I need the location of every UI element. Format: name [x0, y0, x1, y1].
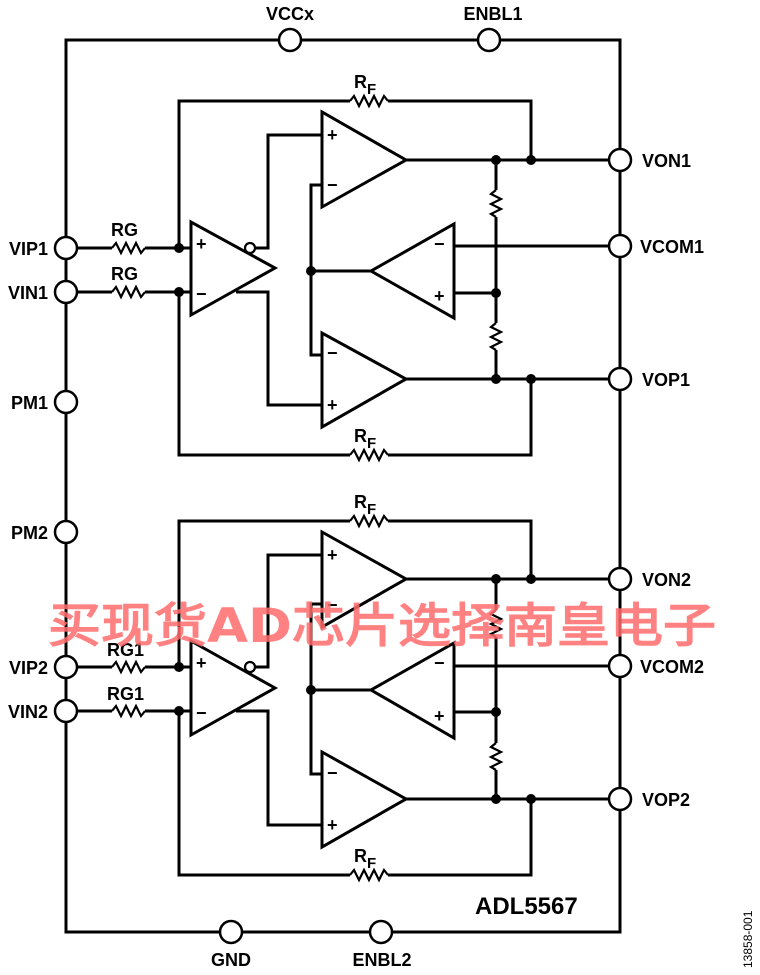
- pin-vip2: [53, 654, 79, 680]
- rg-resistor-vip1: [111, 240, 146, 256]
- pin-vcom2: [607, 653, 633, 679]
- pin-von1: [607, 147, 633, 173]
- part-number: ADL5567: [475, 893, 578, 920]
- pin-von2: [607, 566, 633, 592]
- svg-text:−: −: [327, 763, 338, 783]
- svg-text:−: −: [196, 703, 207, 723]
- rf-label-top-1: RF: [354, 72, 376, 98]
- figure-id: 13858-001: [741, 910, 755, 968]
- svg-text:+: +: [327, 545, 338, 565]
- rg1-label-vip2: RG1: [107, 640, 144, 660]
- output-amplifier-1-top: [320, 109, 410, 210]
- pin-vcom1: [607, 233, 633, 259]
- svg-text:VIP1: VIP1: [9, 239, 48, 259]
- rg-label-vip1: RG: [111, 220, 138, 240]
- svg-text:+: +: [434, 286, 445, 306]
- pin-vin2: [53, 698, 79, 724]
- vcom-amplifier-1: [367, 221, 456, 321]
- output-amplifier-1-bottom: [320, 330, 410, 430]
- pin-enbl1: [476, 27, 502, 53]
- svg-text:−: −: [434, 234, 445, 254]
- svg-text:−: −: [196, 284, 207, 304]
- pin-gnd: [218, 919, 244, 945]
- pin-vin1: [53, 279, 79, 305]
- sense-resistor-2-bottom: [488, 742, 504, 771]
- pin-pm1: [53, 389, 79, 415]
- svg-text:GND: GND: [211, 950, 251, 970]
- input-amplifier-1: [189, 219, 279, 318]
- rf-label-bottom-1: RF: [354, 426, 376, 452]
- pin-vccx: [277, 27, 303, 53]
- svg-text:VCCx: VCCx: [266, 4, 314, 24]
- package-outline: [64, 38, 622, 934]
- pin-vip1: [53, 235, 79, 261]
- rf-label-bottom-2: RF: [354, 846, 376, 872]
- svg-text:VOP2: VOP2: [642, 790, 690, 810]
- svg-text:VIN2: VIN2: [8, 702, 48, 722]
- rg-resistor-vin1: [111, 284, 146, 300]
- svg-text:−: −: [434, 653, 445, 673]
- svg-text:VOP1: VOP1: [642, 370, 690, 390]
- pin-vop1: [607, 366, 633, 392]
- sense-resistor-1-top: [488, 189, 504, 218]
- svg-text:+: +: [196, 653, 207, 673]
- svg-text:+: +: [434, 706, 445, 726]
- svg-text:+: +: [327, 125, 338, 145]
- sense-resistor-2-top: [488, 609, 504, 638]
- svg-text:VIP2: VIP2: [9, 658, 48, 678]
- rf-resistor-top-2: [349, 513, 389, 529]
- channel-1: + − + − − + − +: [78, 72, 608, 463]
- svg-text:+: +: [327, 815, 338, 835]
- rg1-label-vin2: RG1: [107, 684, 144, 704]
- channel-2: + − + − − + − + RG1 RG1 RF RF: [78, 492, 608, 883]
- svg-text:ENBL1: ENBL1: [463, 4, 522, 24]
- svg-text:ENBL2: ENBL2: [352, 950, 411, 970]
- pin-pm2: [53, 519, 79, 545]
- svg-text:−: −: [327, 343, 338, 363]
- svg-text:PM2: PM2: [11, 523, 48, 543]
- svg-text:VIN1: VIN1: [8, 283, 48, 303]
- rf-resistor-bottom-2: [349, 867, 389, 883]
- output-amplifier-2-top: [320, 529, 410, 630]
- rg1-resistor-vin2: [111, 703, 146, 719]
- svg-text:+: +: [327, 395, 338, 415]
- watermark-text: 买现货AD芯片选择南皇电子: [48, 599, 716, 654]
- svg-text:VCOM2: VCOM2: [640, 657, 704, 677]
- rg1-resistor-vip2: [111, 659, 146, 675]
- svg-text:+: +: [196, 234, 207, 254]
- output-amplifier-2-bottom: [320, 749, 410, 850]
- rf-label-top-2: RF: [354, 492, 376, 518]
- svg-text:PM1: PM1: [11, 393, 48, 413]
- vcom-amplifier-2: [367, 640, 456, 741]
- pin-vop2: [607, 786, 633, 812]
- svg-text:VCOM1: VCOM1: [640, 237, 704, 257]
- svg-text:−: −: [327, 175, 338, 195]
- svg-text:VON2: VON2: [642, 570, 691, 590]
- sense-resistor-1-bottom: [488, 322, 504, 351]
- rf-resistor-bottom-1: [349, 447, 389, 463]
- svg-text:−: −: [327, 595, 338, 615]
- input-amplifier-2: [189, 638, 279, 738]
- svg-text:VON1: VON1: [642, 151, 691, 171]
- rg-label-vin1: RG: [111, 264, 138, 284]
- pin-enbl2: [368, 919, 394, 945]
- rf-resistor-top-1: [349, 93, 389, 109]
- pins: VCCx ENBL1 GND ENBL2 VIP1 VIN1 PM1 PM2 V…: [8, 4, 704, 970]
